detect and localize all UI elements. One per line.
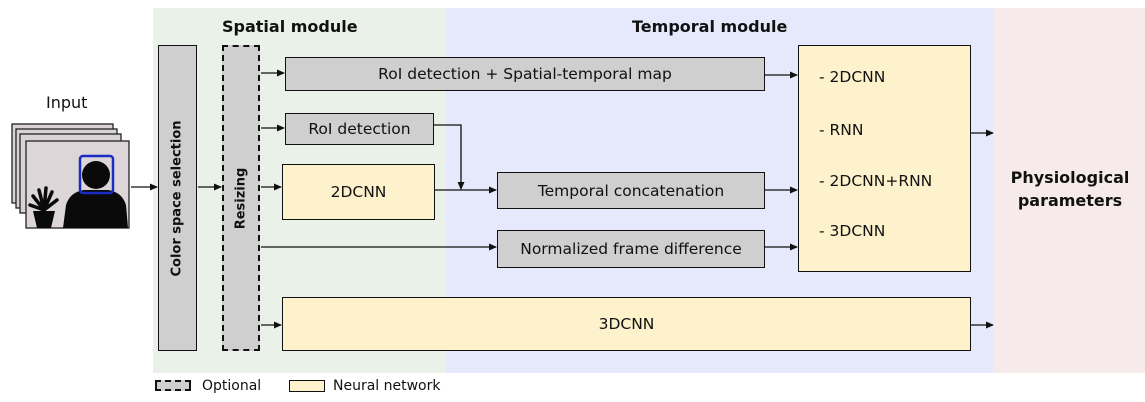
cnn2d-box: 2DCNN [282,164,435,220]
cnn3d-label: 3DCNN [598,315,655,333]
normalized-frame-difference-label: Normalized frame difference [520,240,742,258]
model-option-3dcnn: - 3DCNN [819,222,886,240]
input-label: Input [46,93,88,112]
roi-spatial-temporal-map-box: RoI detection + Spatial-temporal map [285,57,765,91]
cnn3d-box: 3DCNN [282,297,971,351]
model-option-rnn: - RNN [819,121,864,139]
temporal-concatenation-box: Temporal concatenation [497,172,765,209]
color-space-selection-box: Color space selection [158,45,197,351]
output-label: Physiological parameters [1010,168,1130,210]
spatial-module-title: Spatial module [222,17,358,36]
temporal-module-title: Temporal module [632,17,788,36]
cnn2d-label: 2DCNN [330,183,387,201]
roi-detection-box: RoI detection [285,113,434,145]
legend-optional-label: Optional [202,378,262,394]
legend-neural-swatch [289,380,325,392]
model-option-2dcnn: - 2DCNN [819,68,886,86]
model-option-2dcnn-rnn: - 2DCNN+RNN [819,172,933,190]
legend-optional-swatch [155,380,191,391]
resizing-box: Resizing [222,45,260,351]
legend-neural-label: Neural network [333,378,441,394]
temporal-concatenation-label: Temporal concatenation [537,181,725,200]
roi-spatial-temporal-map-label: RoI detection + Spatial-temporal map [378,65,672,83]
roi-detection-label: RoI detection [308,120,411,138]
output-panel [993,8,1145,373]
model-options-box [798,45,971,272]
normalized-frame-difference-box: Normalized frame difference [497,230,765,268]
